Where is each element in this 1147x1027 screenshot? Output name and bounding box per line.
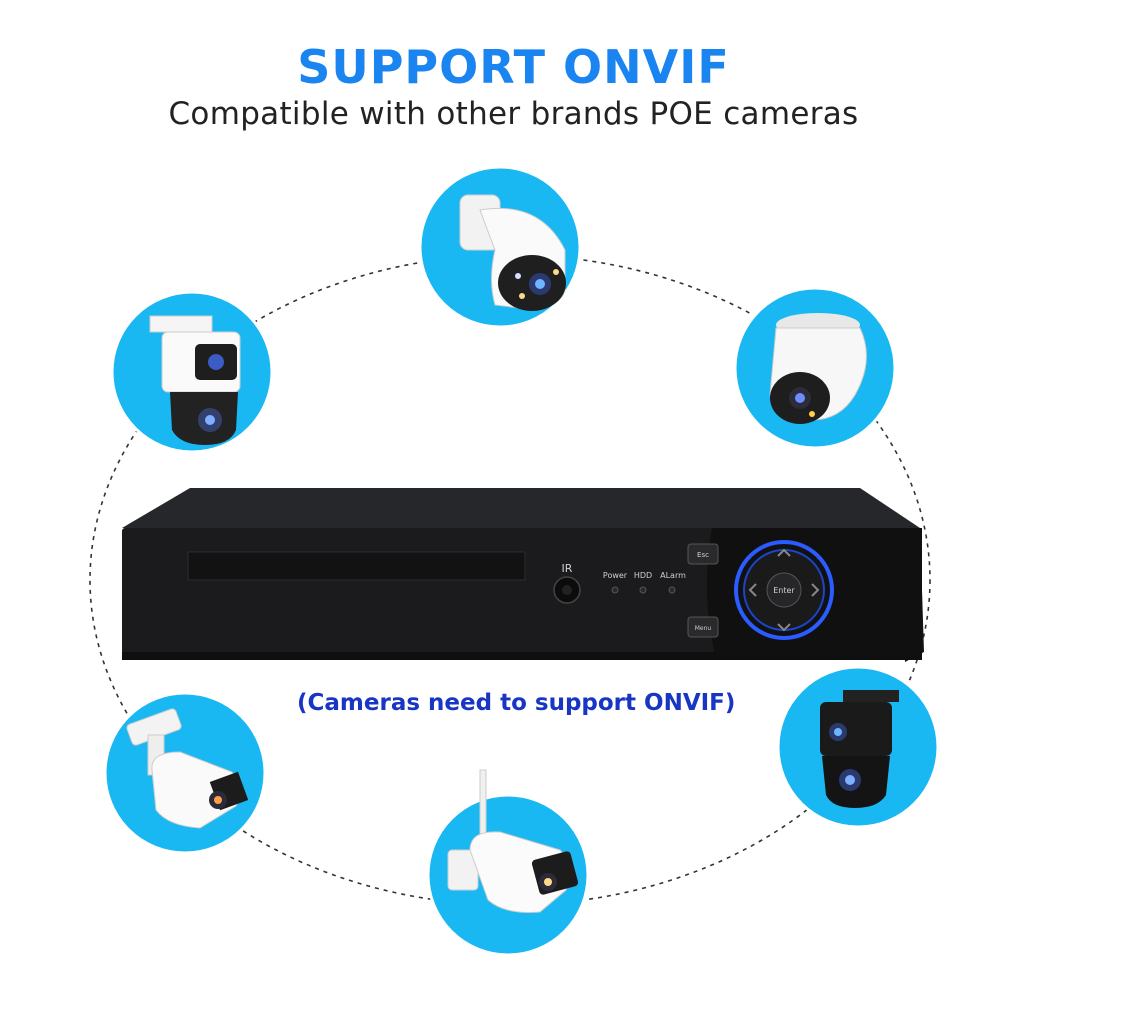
- bullet-camera-icon: [126, 708, 249, 829]
- camera-circle-top: [418, 165, 582, 329]
- alarm-label: ALarm: [660, 571, 686, 580]
- dual-lens-ptz-camera-white-icon: [149, 315, 241, 445]
- ptz-dome-camera-icon: [459, 194, 566, 311]
- camera-circle-right-top: [733, 286, 897, 450]
- ir-label: IR: [562, 562, 573, 575]
- menu-label: Menu: [695, 625, 712, 632]
- dome-camera-icon: [769, 313, 867, 424]
- page-subtitle: Compatible with other brands POE cameras: [168, 96, 859, 132]
- onvif-note: (Cameras need to support ONVIF): [297, 690, 736, 716]
- camera-circle-left-top: [110, 290, 274, 454]
- nvr-recorder: IR Power HDD ALarm Esc Menu Enter: [122, 488, 924, 662]
- camera-circle-bottom: [426, 769, 590, 957]
- esc-label: Esc: [697, 551, 709, 559]
- page-title: SUPPORT ONVIF: [297, 40, 730, 94]
- camera-circle-left-bottom: [103, 691, 267, 855]
- power-label: Power: [603, 571, 628, 580]
- dual-lens-ptz-camera-black-icon: [820, 690, 899, 808]
- hdd-label: HDD: [634, 571, 652, 580]
- wifi-bullet-camera-icon: [447, 769, 579, 913]
- enter-label: Enter: [773, 586, 795, 595]
- camera-circle-right-bottom: [776, 665, 940, 829]
